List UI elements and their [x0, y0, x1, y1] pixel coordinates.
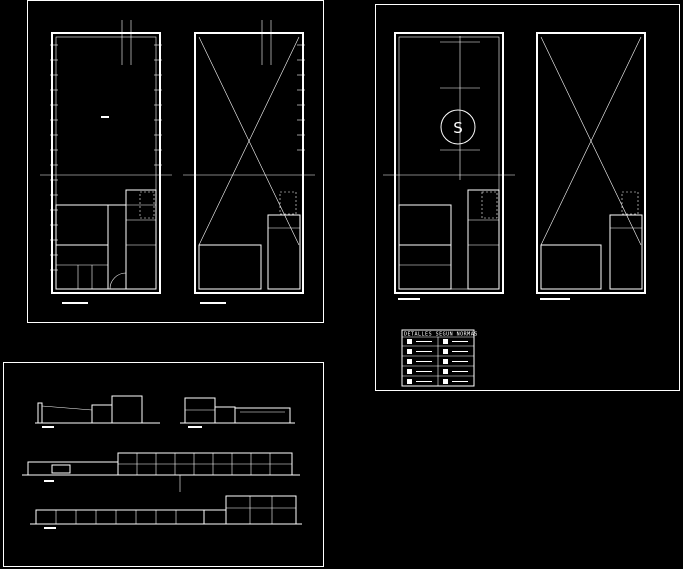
door-swing: [109, 272, 127, 290]
room-lower: [540, 244, 602, 290]
block-volume: [111, 395, 143, 424]
room-office: [55, 204, 109, 246]
stair: [481, 191, 498, 219]
elevation-long-2: [30, 495, 302, 529]
column-ticks: [297, 44, 305, 151]
plan-outline: [536, 32, 646, 294]
mullions: [55, 510, 177, 524]
room-lower: [198, 244, 262, 290]
room-services: [467, 189, 500, 290]
plan-inner-wall: [55, 36, 157, 290]
open-space-x: [198, 36, 300, 246]
plan-title-mark: [62, 302, 88, 304]
plan-title-mark: [398, 298, 420, 300]
plan-title-mark: [200, 302, 226, 304]
plan-outline: [194, 32, 304, 294]
legend-table: DETALLES SEGUN NORMAS: [401, 329, 478, 387]
room-lower-left: [398, 244, 452, 290]
sheet-border: [27, 0, 324, 323]
corridor: [107, 204, 127, 290]
plan-outline: [394, 32, 504, 294]
sheet-top-left: [27, 0, 324, 323]
room-label-mark: [101, 116, 109, 118]
open-space-x: [540, 36, 642, 246]
room-lower-left: [55, 244, 109, 290]
column-ticks-left: [50, 44, 58, 271]
room-office: [398, 204, 452, 246]
mullions: [118, 453, 292, 475]
floor-plan-b-right: [536, 32, 646, 300]
plan-outline: [51, 32, 161, 294]
plan-inner-wall: [398, 36, 500, 290]
column-ticks-right: [154, 44, 162, 166]
legend-title: DETALLES SEGUN NORMAS: [404, 332, 478, 338]
elevation-side: [180, 397, 295, 428]
sheet-top-right: S DETALLES SEGUN NORMAS: [375, 4, 680, 391]
plan-title-mark: [540, 298, 570, 300]
sheet-border: [375, 4, 680, 391]
floor-plan-a-left: [40, 20, 172, 304]
room-services: [125, 189, 157, 290]
window-band: [35, 509, 205, 525]
floor-plan-b-left: S: [383, 32, 515, 300]
stair: [621, 191, 639, 215]
sheet-border: [3, 362, 324, 567]
legend-symbols: [407, 339, 468, 384]
sheet-bottom-left: [3, 362, 324, 567]
floor-plan-a-right: [183, 20, 315, 304]
room-services: [267, 214, 301, 290]
security-symbol-letter: S: [453, 119, 463, 137]
stair: [279, 191, 297, 215]
room-services: [609, 214, 643, 290]
block-volume: [225, 495, 297, 525]
security-symbol: [440, 109, 476, 145]
elevation-front: [35, 395, 160, 428]
elevation-long-1: [22, 452, 300, 492]
